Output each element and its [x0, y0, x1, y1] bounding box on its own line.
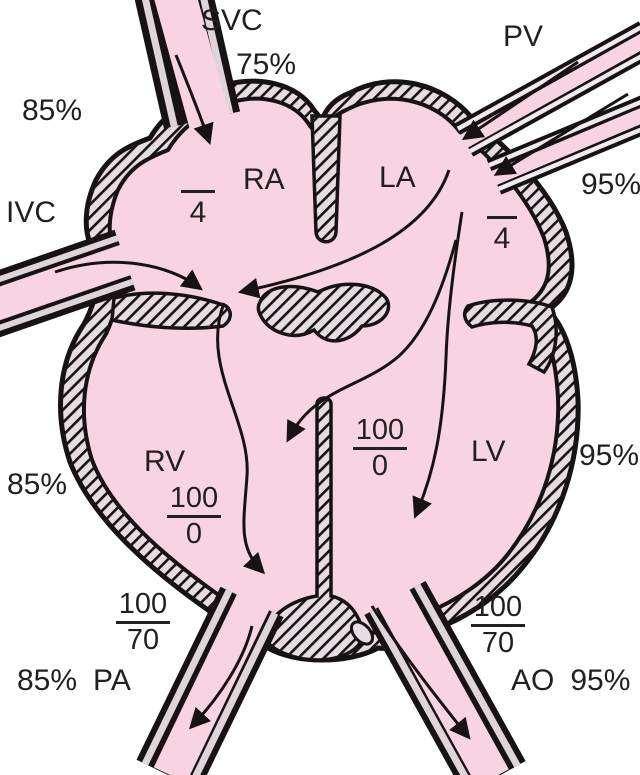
heart-lumen	[82, 96, 561, 643]
flow-arrows	[54, 54, 629, 740]
label-lv: LV	[471, 435, 506, 468]
mean-overbar	[181, 190, 215, 193]
pv-lower-flow-arrow	[493, 92, 629, 176]
label-pa-saturation: 85%	[17, 664, 78, 697]
ra-mean-pressure: 4	[176, 190, 220, 228]
pa-pressure-diastolic: 70	[126, 624, 160, 656]
mean-overbar	[487, 216, 517, 219]
vessel-pulmonary-vein-upper	[448, 21, 640, 157]
mitral-shelf	[462, 298, 558, 375]
lv-pressure-diastolic: 0	[371, 450, 389, 482]
la-to-lv-flow-arrow	[412, 211, 464, 519]
pa-pressure-systolic: 100	[115, 590, 171, 624]
ao-label-group: AO 95%	[511, 666, 630, 696]
vessel-ivc	[0, 229, 166, 338]
vessel-svc	[134, 0, 241, 144]
svc-flow-arrow	[174, 54, 214, 145]
label-ao: AO	[511, 664, 555, 697]
vessel-pulmonary-artery	[136, 584, 284, 775]
la-to-ra-flow-arrow	[237, 169, 451, 299]
label-rv: RV	[144, 445, 186, 478]
ao-flow-arrow	[370, 605, 471, 740]
vessel-aorta	[364, 579, 526, 775]
label-svc: SVC	[201, 4, 263, 37]
aortic-valve-curl	[349, 620, 375, 646]
la-to-rv-flow-arrow	[286, 239, 458, 443]
atrial-septum	[310, 114, 342, 244]
lv-pressure-systolic: 100	[352, 416, 408, 450]
label-la: LA	[379, 161, 416, 194]
pv-upper-flow-arrow	[461, 60, 579, 141]
label-svc-saturation: 75%	[236, 48, 297, 81]
label-pv-saturation: 95%	[581, 168, 640, 201]
rv-pressure: 100 0	[166, 484, 222, 549]
ra-to-rv-flow-arrow	[216, 302, 266, 575]
pa-label-group: 85% PA	[17, 666, 131, 696]
pa-flow-arrow	[188, 625, 254, 730]
lv-pressure: 100 0	[352, 416, 408, 481]
la-mean-pressure: 4	[482, 216, 522, 254]
ao-pressure: 100 70	[469, 593, 527, 658]
la-mean-value: 4	[493, 222, 511, 255]
label-ra: RA	[243, 163, 285, 196]
pa-pressure: 100 70	[114, 590, 172, 655]
ao-pressure-systolic: 100	[470, 593, 526, 627]
label-lv-saturation: 95%	[579, 439, 640, 472]
label-pa: PA	[93, 664, 131, 697]
label-ivc-saturation: 85%	[22, 94, 83, 127]
rv-pressure-diastolic: 0	[185, 518, 203, 550]
label-pv: PV	[503, 20, 544, 53]
ivc-flow-arrow	[54, 260, 203, 291]
ra-mean-value: 4	[189, 196, 207, 229]
av-valve-island	[256, 282, 391, 343]
rv-pressure-systolic: 100	[166, 484, 222, 518]
label-ao-saturation: 95%	[570, 664, 631, 697]
label-rv-saturation: 85%	[7, 468, 68, 501]
ao-pressure-diastolic: 70	[481, 627, 515, 659]
tricuspid-shelf	[110, 291, 232, 330]
label-ivc: IVC	[6, 196, 57, 229]
